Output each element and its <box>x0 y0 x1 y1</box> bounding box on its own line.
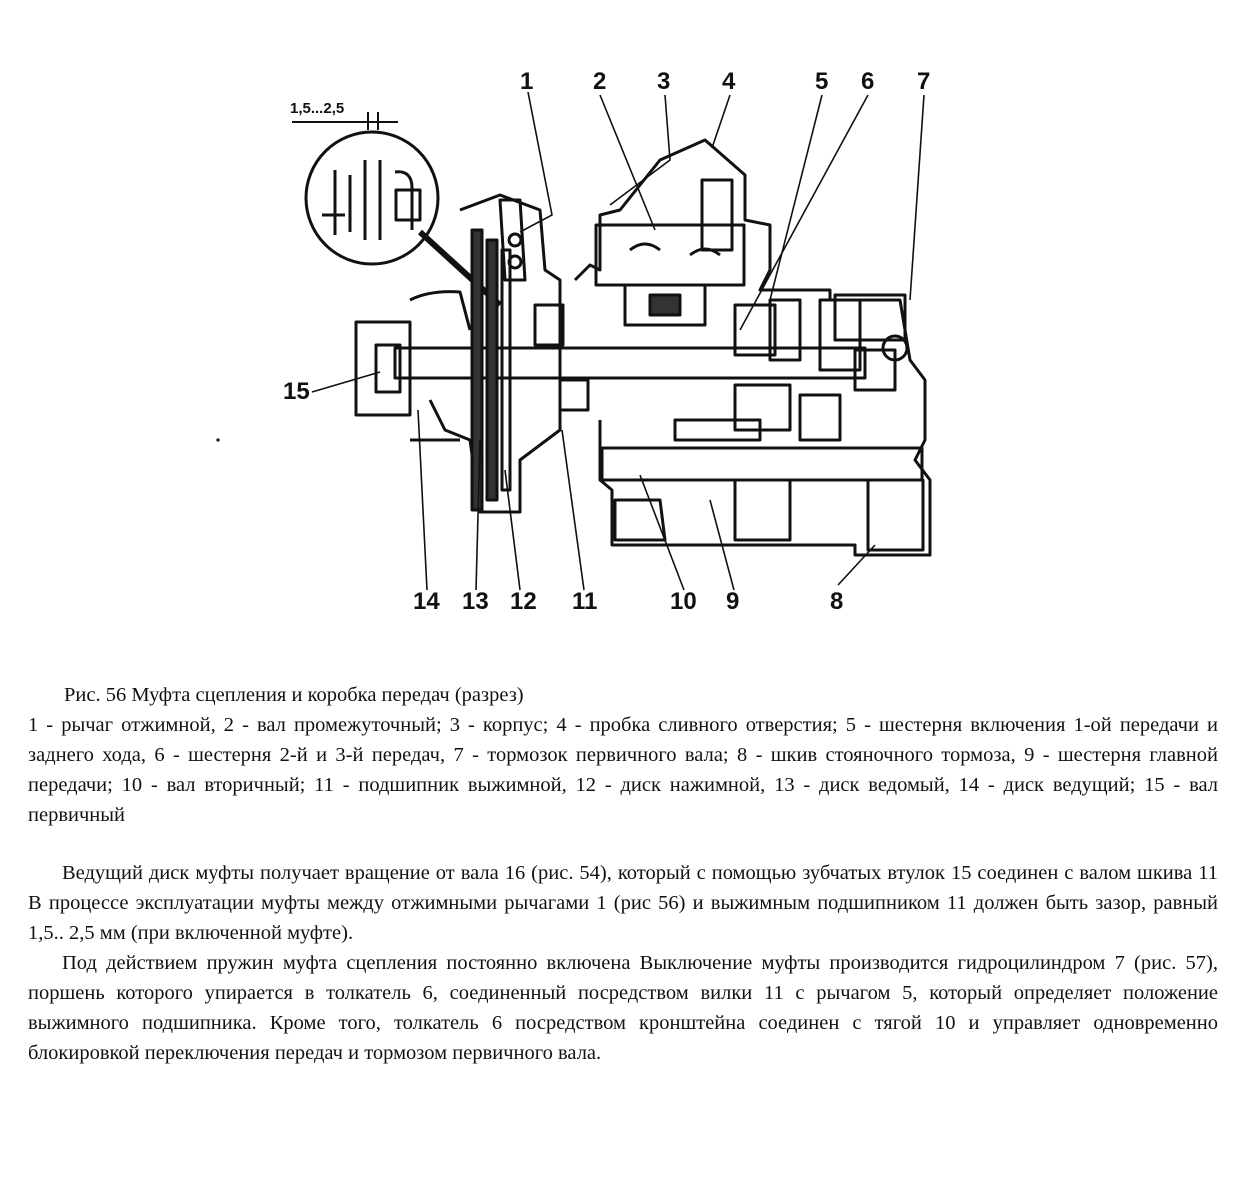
callout-11: 11 <box>572 588 598 615</box>
callout-14: 14 <box>413 588 440 615</box>
body-text: Ведущий диск муфты получает вращение от … <box>28 858 1218 1068</box>
detail-inset-circle <box>304 130 440 266</box>
caption-title: Рис. 56 Муфта сцепления и коробка переда… <box>64 684 524 706</box>
callout-7: 7 <box>917 68 931 95</box>
callout-3: 3 <box>657 68 671 95</box>
callout-13: 13 <box>462 588 489 615</box>
callout-9: 9 <box>726 588 740 615</box>
callout-12: 12 <box>510 588 537 615</box>
callout-10: 10 <box>670 588 697 615</box>
paragraph-2: Под действием пружин муфта сцепления пос… <box>28 952 1218 1064</box>
caption-legend: 1 - рычаг отжимной, 2 - вал промежуточны… <box>28 714 1218 826</box>
callout-5: 5 <box>815 68 829 95</box>
callout-1: 1 <box>520 68 534 95</box>
paragraph-1: Ведущий диск муфты получает вращение от … <box>28 862 1218 944</box>
gap-dimension-label: 1,5...2,5 <box>290 100 345 117</box>
figure-clutch-gearbox-section: 1,5...2,5 1 2 3 4 5 6 7 15 14 13 12 11 1… <box>216 68 932 615</box>
callout-4: 4 <box>722 68 736 95</box>
callout-15: 15 <box>283 378 310 405</box>
callout-6: 6 <box>861 68 875 95</box>
gearbox-cross-section-drawing <box>216 91 932 591</box>
callout-8: 8 <box>830 588 844 615</box>
callout-2: 2 <box>593 68 607 95</box>
figure-caption: Рис. 56 Муфта сцепления и коробка переда… <box>28 680 1218 830</box>
